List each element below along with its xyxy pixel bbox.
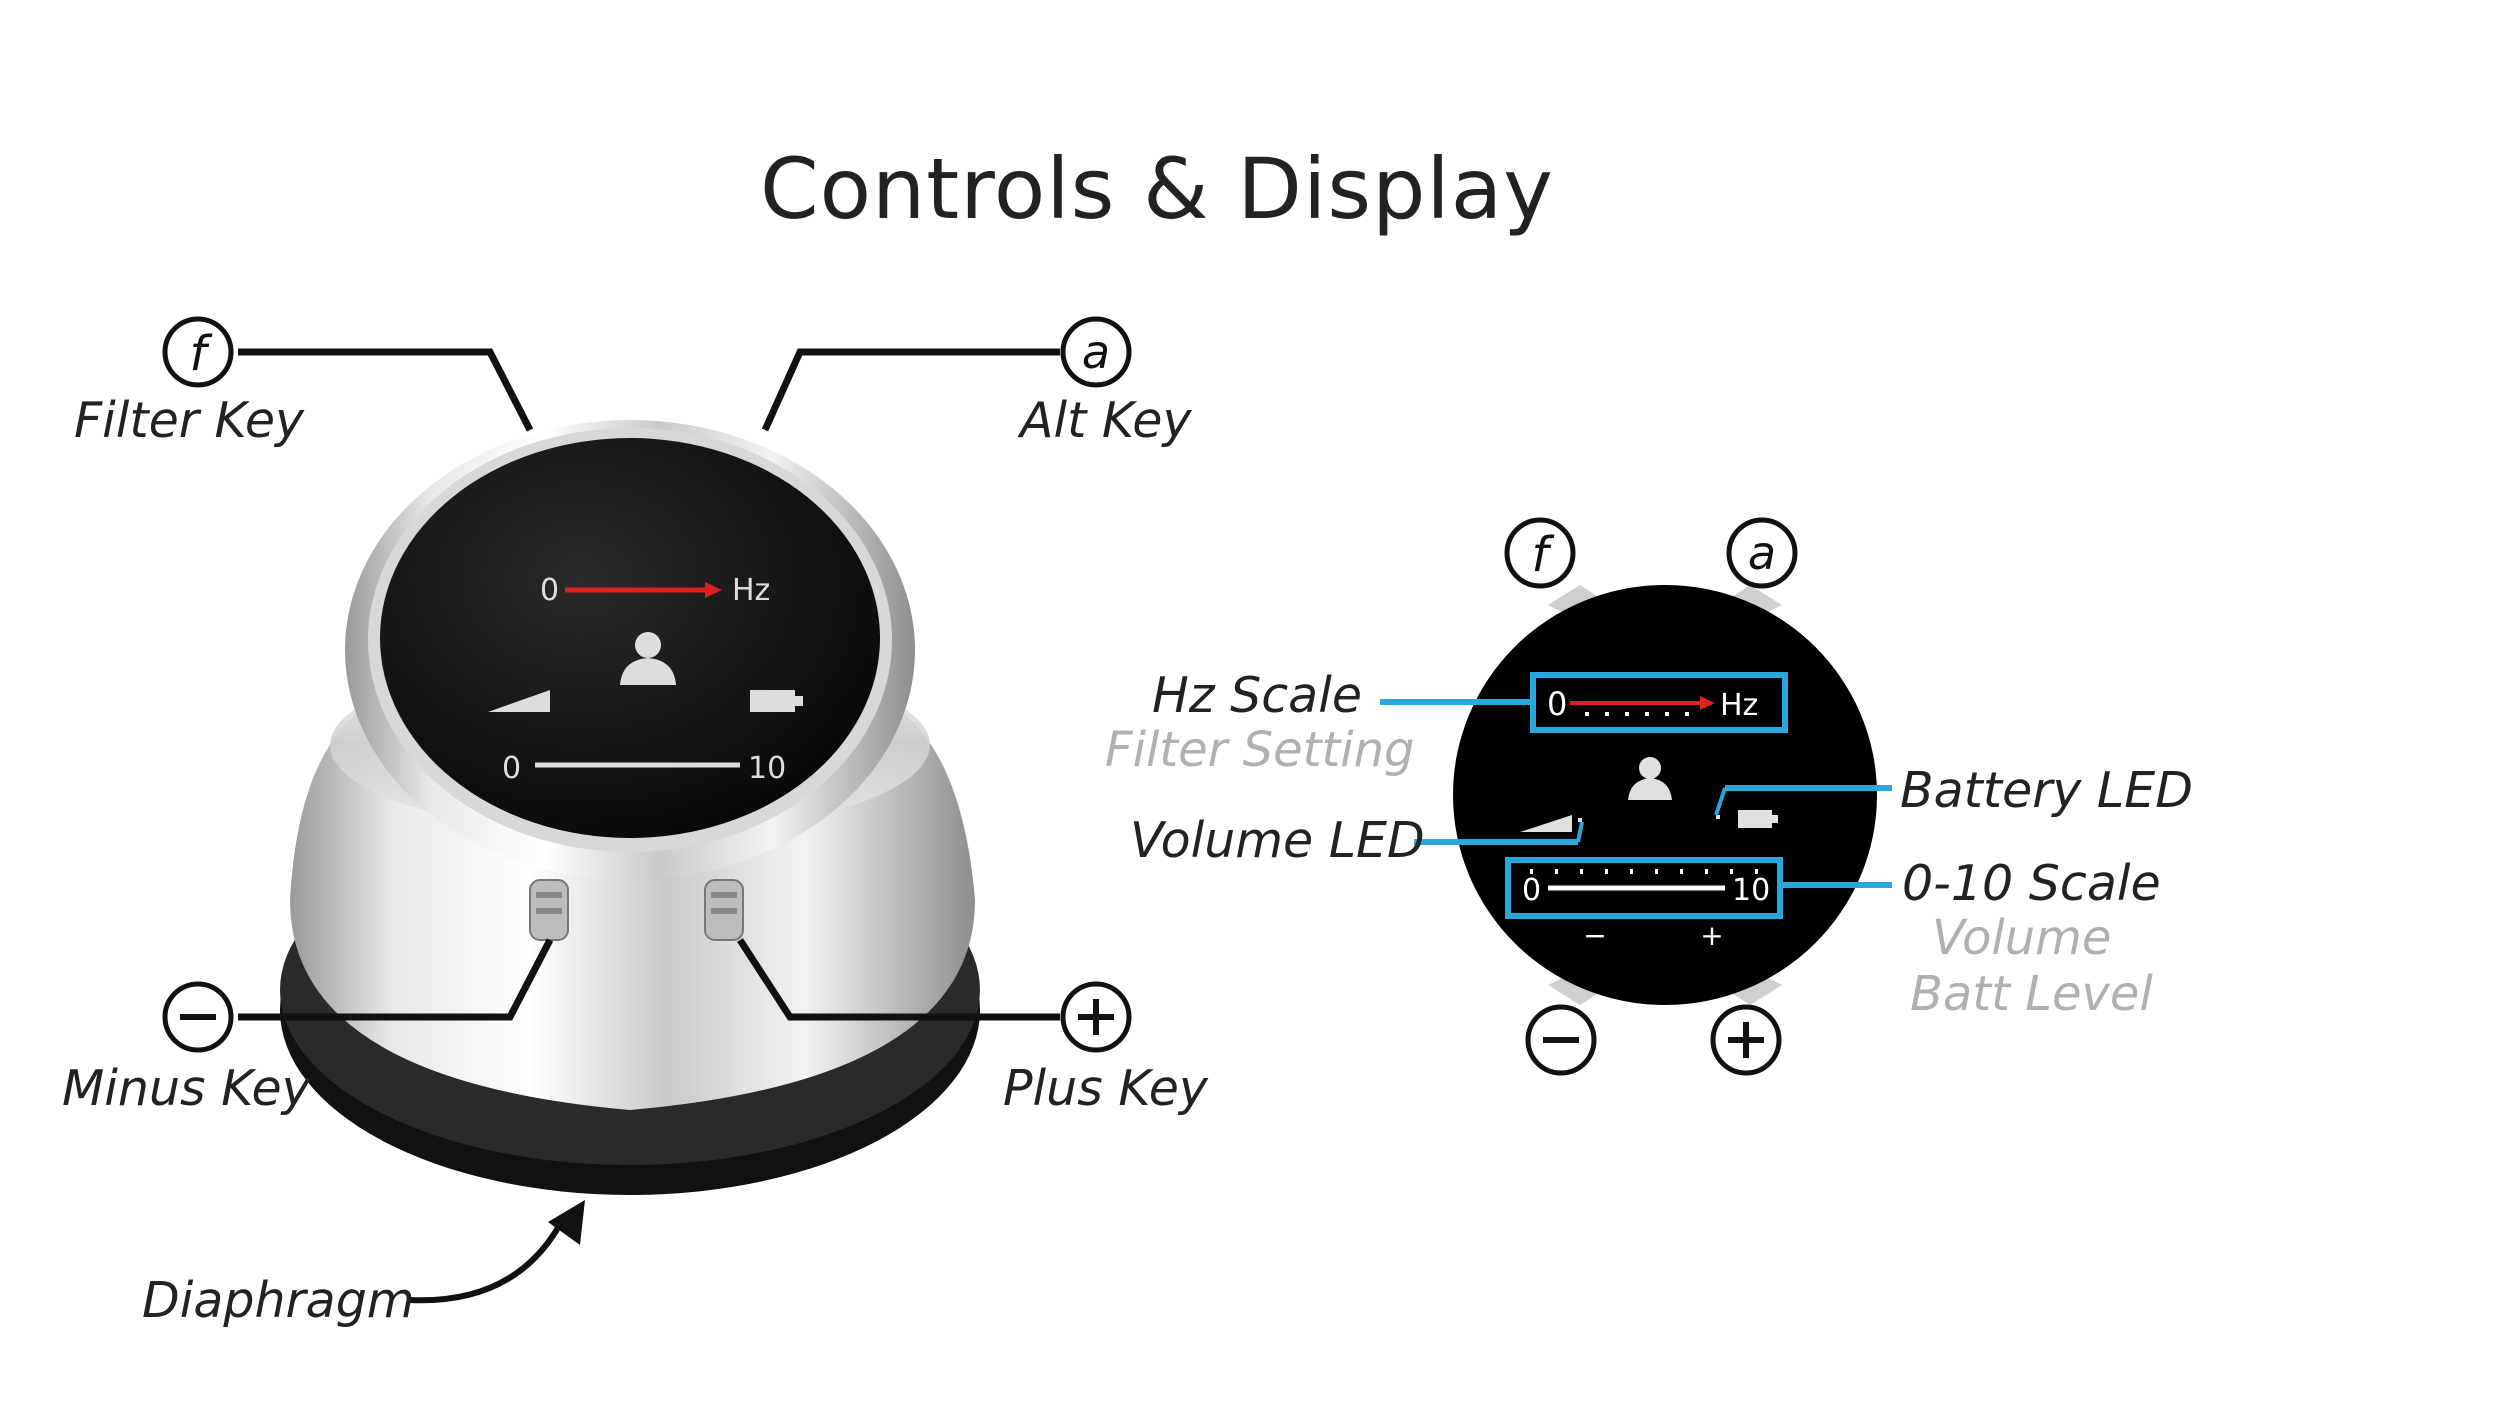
volume-led-label: Volume LED xyxy=(1130,812,1425,869)
device-scale-min: 0 xyxy=(502,751,521,786)
battery-led-dot xyxy=(1716,815,1720,819)
display-hz-arrowhead xyxy=(1700,696,1715,710)
alt-key-leader xyxy=(761,348,1060,432)
alt-key-label: Alt Key xyxy=(1020,392,1192,449)
display-filter-key-icon: f xyxy=(1504,517,1576,589)
battery-led-leader-tick xyxy=(1714,787,1727,816)
display-hz-ticks xyxy=(1585,712,1689,716)
minus-key-label: Minus Key xyxy=(62,1060,311,1117)
alt-tab xyxy=(1730,585,1782,615)
display-scale-max: 10 xyxy=(1732,873,1770,908)
page-title: Controls & Display xyxy=(760,140,1554,238)
battery-led-label: Battery LED xyxy=(1900,762,2193,819)
device-hz-unit: Hz xyxy=(732,573,770,608)
display-plus-key-icon xyxy=(1710,1004,1782,1076)
svg-text:a: a xyxy=(1082,325,1110,379)
hz-scale-sublabel: Filter Setting xyxy=(1105,722,1415,778)
stethoscope-device: 0 Hz 0 10 xyxy=(280,420,980,1195)
display-diagram: 0 Hz 0 xyxy=(1453,585,1877,1005)
device-volume-icon xyxy=(488,690,550,712)
device-minus-nub xyxy=(529,879,569,941)
display-plus-sign: + xyxy=(1700,919,1723,952)
device-battery-icon xyxy=(750,690,803,712)
device-hz-zero: 0 xyxy=(540,573,559,608)
filter-key-label: Filter Key xyxy=(74,392,305,449)
filter-key-icon: f xyxy=(162,316,234,388)
display-user-icon xyxy=(1628,757,1672,800)
display-minus-sign: − xyxy=(1583,919,1606,952)
display-alt-key-icon: a xyxy=(1726,517,1798,589)
hz-scale-label: Hz Scale xyxy=(1152,667,1362,724)
minus-key-leader xyxy=(238,938,554,1021)
volume-led-dot xyxy=(1578,818,1582,822)
device-plus-nub xyxy=(704,879,744,941)
diaphragm-leader xyxy=(409,1213,568,1304)
svg-text:a: a xyxy=(1748,526,1776,580)
minus-tab xyxy=(1548,975,1600,1005)
scale-volume-sublabel: Volume xyxy=(1932,910,2112,966)
device-user-icon xyxy=(620,632,676,685)
plus-key-label: Plus Key xyxy=(1003,1060,1208,1117)
display-hz-zero: 0 xyxy=(1547,685,1567,723)
display-minus-key-icon xyxy=(1525,1004,1597,1076)
display-scale-min: 0 xyxy=(1522,873,1541,908)
diaphragm-label: Diaphragm xyxy=(142,1272,415,1329)
plus-tab xyxy=(1730,975,1782,1005)
plus-key-leader xyxy=(737,938,1060,1021)
display-battery-icon xyxy=(1738,810,1778,828)
scale-batt-level-sublabel: Batt Level xyxy=(1910,966,2153,1022)
display-hz-unit: Hz xyxy=(1720,688,1758,723)
plus-key-icon xyxy=(1060,981,1132,1053)
device-hz-arrowhead xyxy=(705,582,722,598)
volume-led-leader-tick xyxy=(1576,821,1584,843)
diaphragm-arrowhead xyxy=(548,1200,585,1245)
minus-key-icon xyxy=(162,981,234,1053)
alt-key-icon: a xyxy=(1060,316,1132,388)
scale-0-10-label: 0-10 Scale xyxy=(1902,855,2161,912)
device-screen: 0 Hz 0 10 xyxy=(488,573,803,786)
filter-key-leader xyxy=(238,348,534,432)
device-scale-max: 10 xyxy=(748,751,786,786)
display-scale-ticks xyxy=(1530,869,1758,874)
display-volume-icon xyxy=(1520,815,1572,832)
filter-tab xyxy=(1548,585,1600,615)
